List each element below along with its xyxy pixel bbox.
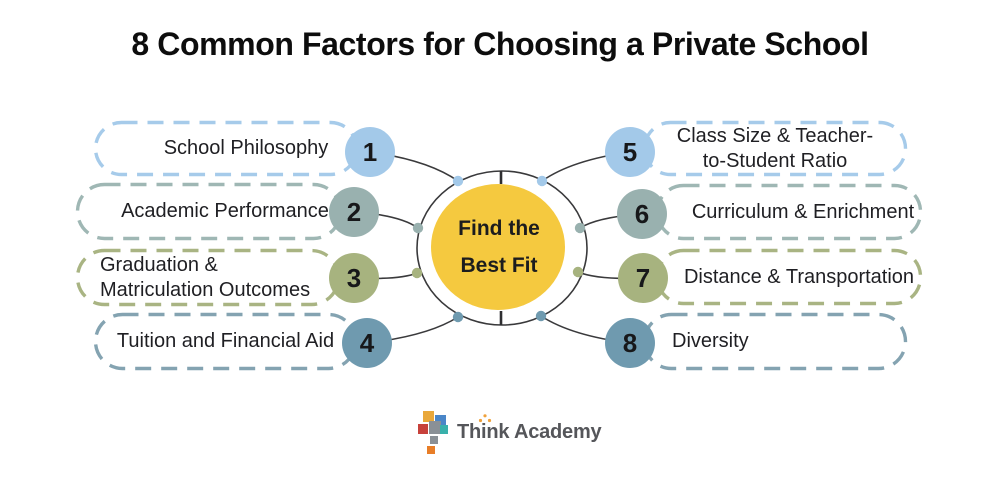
label-line: Class Size & Teacher- bbox=[676, 125, 874, 148]
item-box-8 bbox=[642, 312, 908, 371]
label-line: Academic Performance bbox=[121, 200, 329, 223]
brand-name-text: Think Academy bbox=[457, 420, 602, 443]
item-number-badge-3: 3 bbox=[329, 253, 379, 303]
label-line: Tuition and Financial Aid bbox=[116, 330, 335, 353]
hub-label-line: Best Fit bbox=[460, 253, 538, 277]
item-number-badge-1: 1 bbox=[345, 127, 395, 177]
item-box-6 bbox=[655, 183, 923, 241]
item-box-7 bbox=[655, 248, 923, 306]
label-line: to-Student Ratio bbox=[702, 149, 848, 172]
think-academy-logo-icon bbox=[418, 411, 448, 454]
label-line: School Philosophy bbox=[163, 137, 329, 160]
brand-footer: Think Academy bbox=[418, 408, 602, 456]
item-label-8: Diversity bbox=[672, 313, 872, 370]
item-label-1: School Philosophy bbox=[94, 121, 378, 176]
connector-dot-4 bbox=[452, 311, 464, 323]
connector-dot-8 bbox=[535, 310, 547, 322]
item-label-4: Tuition and Financial Aid bbox=[94, 313, 357, 370]
connector-dots bbox=[411, 175, 586, 323]
item-number-badge-6: 6 bbox=[617, 189, 667, 239]
label-line: Graduation & bbox=[100, 254, 218, 277]
item-number-badge-5: 5 bbox=[605, 127, 655, 177]
item-number-badge-7: 7 bbox=[618, 253, 668, 303]
connector-dot-3 bbox=[411, 267, 423, 279]
item-box-2 bbox=[75, 182, 343, 241]
item-label-2: Academic Performance bbox=[76, 183, 358, 240]
page-title: 8 Common Factors for Choosing a Private … bbox=[131, 26, 869, 62]
hub-center-circle bbox=[431, 184, 565, 310]
item-label-6: Curriculum & Enrichment bbox=[656, 184, 936, 240]
item-label-7: Distance & Transportation bbox=[656, 249, 932, 305]
label-line: Diversity bbox=[672, 330, 749, 353]
hub-label-line: Find the bbox=[458, 216, 540, 240]
item-label-5: Class Size & Teacher- to-Student Ratio bbox=[643, 121, 907, 176]
connector-dot-5 bbox=[536, 175, 548, 187]
sparkle-rays-icon bbox=[478, 413, 492, 422]
connector-dot-2 bbox=[412, 222, 424, 234]
item-box-5 bbox=[642, 120, 908, 177]
connector-dot-1 bbox=[452, 175, 464, 187]
item-number-badge-2: 2 bbox=[329, 187, 379, 237]
connector-dot-6 bbox=[574, 222, 586, 234]
item-number-badge-8: 8 bbox=[605, 318, 655, 368]
connector-dot-7 bbox=[572, 266, 584, 278]
hub-label: Find the Best Fit bbox=[428, 206, 570, 288]
label-line: Distance & Transportation bbox=[683, 265, 915, 288]
item-label-3: Graduation & Matriculation Outcomes bbox=[100, 249, 340, 306]
brand-name: Think Academy bbox=[457, 413, 602, 444]
item-number-badge-4: 4 bbox=[342, 318, 392, 368]
label-line: Matriculation Outcomes bbox=[100, 278, 311, 301]
label-line: Curriculum & Enrichment bbox=[691, 200, 915, 223]
